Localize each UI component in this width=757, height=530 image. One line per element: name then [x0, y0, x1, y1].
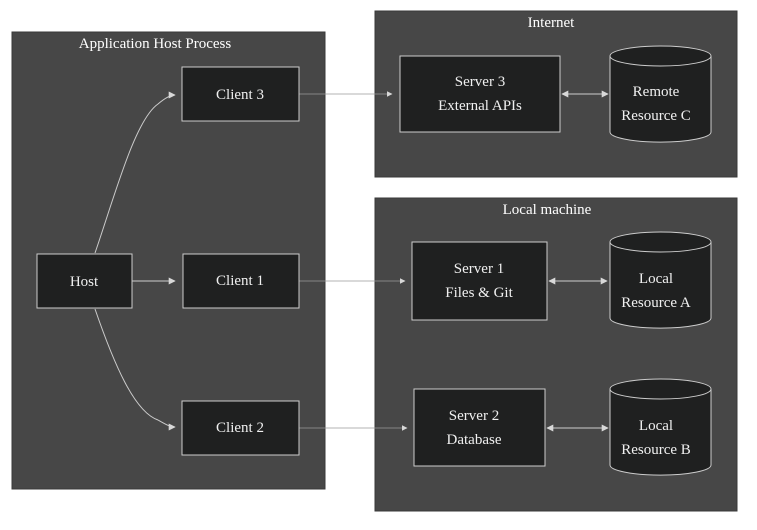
node-server2[interactable]: Server 2 Database [413, 388, 546, 467]
node-resource-b-line2: Resource B [621, 442, 691, 458]
node-resource-a-line1: Local [639, 271, 673, 287]
cluster-label-local-machine: Local machine [503, 202, 592, 218]
node-server1-line2: Files & Git [445, 285, 513, 301]
node-server3-line2: External APIs [438, 98, 522, 114]
edge-host-client2 [94, 308, 176, 431]
node-resource-c-line1: Remote [633, 84, 680, 100]
node-server1[interactable]: Server 1 Files & Git [411, 241, 548, 321]
node-client1-label: Client 1 [216, 273, 264, 289]
node-resource-a-line2: Resource A [621, 295, 691, 311]
node-client2[interactable]: Client 2 [181, 400, 300, 456]
cluster-label-internet: Internet [528, 15, 575, 31]
node-host-label: Host [70, 274, 99, 290]
node-resource-c-line2: Resource C [621, 108, 691, 124]
node-server3-line1: Server 3 [455, 74, 505, 90]
node-server3[interactable]: Server 3 External APIs [399, 55, 561, 133]
node-server2-line1: Server 2 [449, 408, 499, 424]
node-client3[interactable]: Client 3 [181, 66, 300, 122]
node-resource-b-line1: Local [639, 418, 673, 434]
node-client1[interactable]: Client 1 [182, 253, 300, 309]
node-client2-label: Client 2 [216, 420, 264, 436]
node-resource-b[interactable]: Local Resource B [609, 378, 712, 476]
node-resource-c[interactable]: Remote Resource C [609, 45, 712, 143]
edge-host-client3 [94, 91, 176, 254]
node-server1-line1: Server 1 [454, 261, 504, 277]
node-host[interactable]: Host [36, 253, 133, 309]
node-client3-label: Client 3 [216, 87, 264, 103]
node-server2-line2: Database [447, 432, 502, 448]
cluster-label-application-host-process: Application Host Process [79, 36, 232, 52]
node-resource-a[interactable]: Local Resource A [609, 231, 712, 329]
